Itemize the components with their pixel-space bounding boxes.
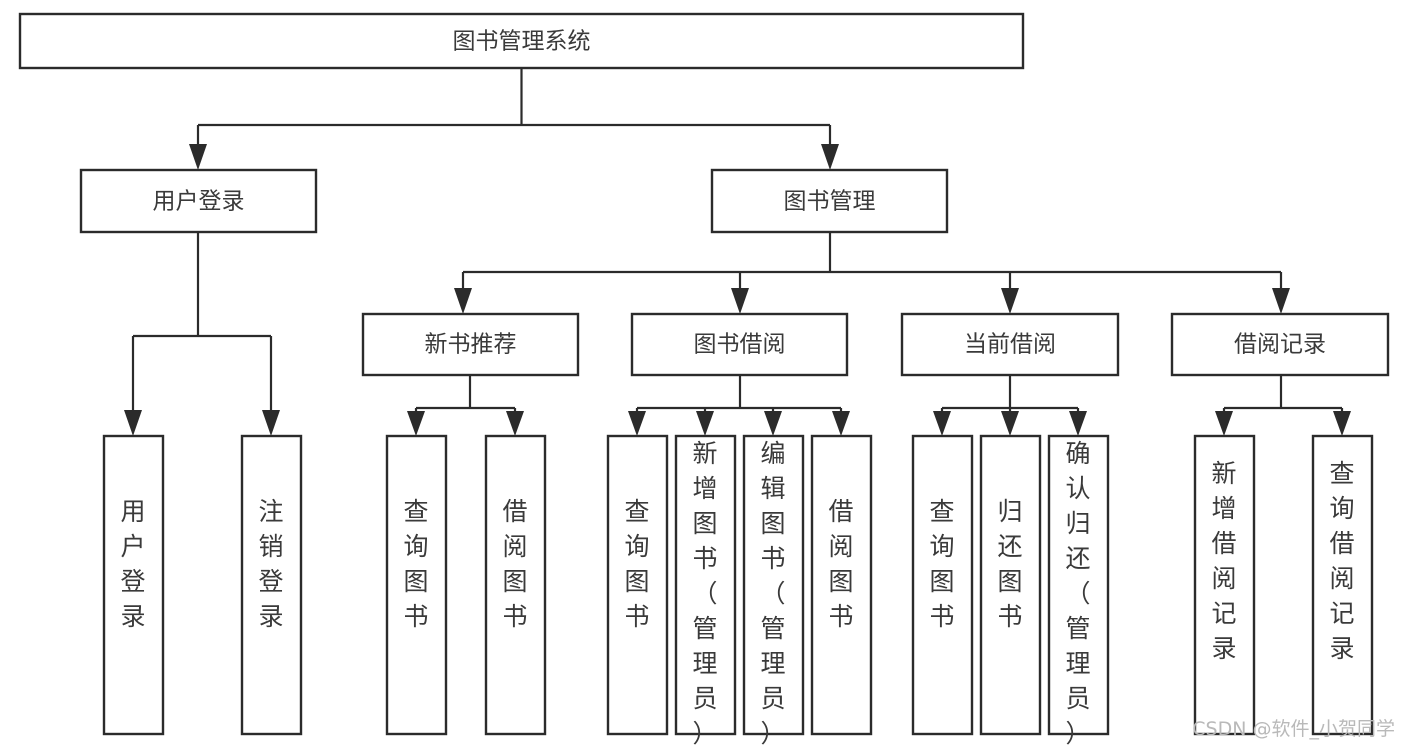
node-borrow-record-box[interactable]: [1170, 312, 1390, 377]
leaf-node-query-book-recommend[interactable]: 查询图书: [385, 434, 448, 736]
leaf-borrow-book-recommend-label: 借阅图书: [502, 497, 527, 631]
leaf-borrow-book-recommend-box[interactable]: [484, 434, 547, 736]
leaf-confirm-return-label: 确认归还（管理员）: [1065, 439, 1090, 747]
node-new-book-recommend-box[interactable]: [361, 312, 580, 377]
arrow-head-book-borrow: [731, 288, 749, 314]
arrow-head-leaf-query-book-recommend: [407, 411, 425, 436]
leaf-add-borrow-record-box[interactable]: [1193, 434, 1256, 736]
arrow-head-leaf-add-borrow-record: [1215, 411, 1233, 436]
connector-group-root-to-level2: [189, 68, 839, 170]
arrow-head-leaf-confirm-return: [1069, 411, 1087, 436]
leaf-user-login-box[interactable]: [102, 434, 165, 736]
arrow-head-new-book-recommend: [454, 288, 472, 314]
leaf-node-edit-book[interactable]: 编辑图书（管理员）: [742, 434, 805, 747]
leaf-node-query-book-current[interactable]: 查询图书: [911, 434, 974, 736]
node-borrow-record[interactable]: 借阅记录: [1170, 312, 1390, 377]
leaf-user-logout-label: 注销登录: [258, 497, 283, 631]
leaf-return-book-label: 归还图书: [997, 497, 1022, 631]
leaf-query-borrow-record-label: 查询借阅记录: [1329, 459, 1354, 663]
node-book-management-box[interactable]: [710, 168, 949, 234]
leaf-query-book-recommend-box[interactable]: [385, 434, 448, 736]
leaf-confirm-return-box[interactable]: [1047, 434, 1110, 736]
leaf-node-query-book-borrow[interactable]: 查询图书: [606, 434, 669, 736]
leaf-add-book-label: 新增图书（管理员）: [692, 439, 717, 747]
leaf-query-book-borrow-label: 查询图书: [624, 497, 649, 631]
connector-group-new-book-to-leaves: [407, 375, 524, 436]
arrow-head-leaf-borrow-book: [832, 411, 850, 436]
leaf-node-return-book[interactable]: 归还图书: [979, 434, 1042, 736]
leaf-node-query-borrow-record[interactable]: 查询借阅记录: [1311, 434, 1374, 736]
leaf-return-book-box[interactable]: [979, 434, 1042, 736]
node-new-book-recommend[interactable]: 新书推荐: [361, 312, 580, 377]
arrow-head-current-borrow: [1001, 288, 1019, 314]
node-current-borrow-box[interactable]: [900, 312, 1120, 377]
node-book-management[interactable]: 图书管理: [710, 168, 949, 234]
arrow-head-leaf-edit-book: [764, 411, 782, 436]
arrow-head-leaf-return-book: [1001, 411, 1019, 436]
connector-group-user-login-to-leaves: [124, 232, 280, 436]
leaf-query-borrow-record-box[interactable]: [1311, 434, 1374, 736]
connector-group-book-borrow-to-leaves: [628, 375, 850, 436]
leaf-node-user-login[interactable]: 用户登录: [102, 434, 165, 736]
node-root-label: 图书管理系统: [453, 29, 591, 55]
leaf-edit-book-box[interactable]: [742, 434, 805, 736]
leaf-user-logout-box[interactable]: [240, 434, 303, 736]
arrow-head-leaf-add-book: [696, 411, 714, 436]
leaf-user-login-label: 用户登录: [120, 497, 145, 631]
leaf-node-borrow-book-recommend[interactable]: 借阅图书: [484, 434, 547, 736]
node-new-book-recommend-label: 新书推荐: [425, 332, 517, 358]
leaf-query-book-borrow-box[interactable]: [606, 434, 669, 736]
arrow-head-leaf-query-book-current: [933, 411, 951, 436]
node-book-borrow[interactable]: 图书借阅: [630, 312, 849, 377]
leaf-node-user-logout[interactable]: 注销登录: [240, 434, 303, 736]
node-book-borrow-box[interactable]: [630, 312, 849, 377]
node-current-borrow[interactable]: 当前借阅: [900, 312, 1120, 377]
leaf-borrow-book-box[interactable]: [810, 434, 873, 736]
leaf-query-book-current-label: 查询图书: [929, 497, 954, 631]
arrow-head-leaf-query-borrow-record: [1333, 411, 1351, 436]
connector-group-book-management-to-level3: [454, 232, 1290, 314]
node-user-login-label: 用户登录: [153, 189, 245, 215]
leaf-add-book-box[interactable]: [674, 434, 737, 736]
node-root-box[interactable]: [18, 12, 1025, 70]
csdn-watermark: CSDN @软件_小贺同学: [1192, 718, 1395, 740]
connector-group-borrow-record-to-leaves: [1215, 375, 1351, 436]
node-book-management-label: 图书管理: [784, 189, 876, 215]
arrow-head-leaf-borrow-book-recommend: [506, 411, 524, 436]
node-user-login-box[interactable]: [79, 168, 318, 234]
node-current-borrow-label: 当前借阅: [964, 332, 1056, 358]
node-root[interactable]: 图书管理系统: [18, 12, 1025, 70]
leaf-node-confirm-return[interactable]: 确认归还（管理员）: [1047, 434, 1110, 747]
node-user-login[interactable]: 用户登录: [79, 168, 318, 234]
leaf-node-add-book[interactable]: 新增图书（管理员）: [674, 434, 737, 747]
leaf-borrow-book-label: 借阅图书: [828, 497, 853, 631]
leaf-add-borrow-record-label: 新增借阅记录: [1211, 459, 1236, 663]
node-borrow-record-label: 借阅记录: [1234, 332, 1326, 358]
node-book-borrow-label: 图书借阅: [694, 332, 786, 358]
leaf-node-add-borrow-record[interactable]: 新增借阅记录: [1193, 434, 1256, 736]
leaf-edit-book-label: 编辑图书（管理员）: [760, 439, 785, 747]
arrow-head-leaf-user-logout: [262, 410, 280, 436]
connector-group-current-borrow-to-leaves: [933, 375, 1087, 436]
leaf-query-book-recommend-label: 查询图书: [403, 497, 428, 631]
arrow-head-leaf-query-book-borrow: [628, 411, 646, 436]
arrow-head-user-login: [189, 144, 207, 170]
arrow-head-leaf-user-login: [124, 410, 142, 436]
leaf-query-book-current-box[interactable]: [911, 434, 974, 736]
leaf-node-borrow-book[interactable]: 借阅图书: [810, 434, 873, 736]
arrow-head-borrow-record: [1272, 288, 1290, 314]
arrow-head-book-management: [821, 144, 839, 170]
